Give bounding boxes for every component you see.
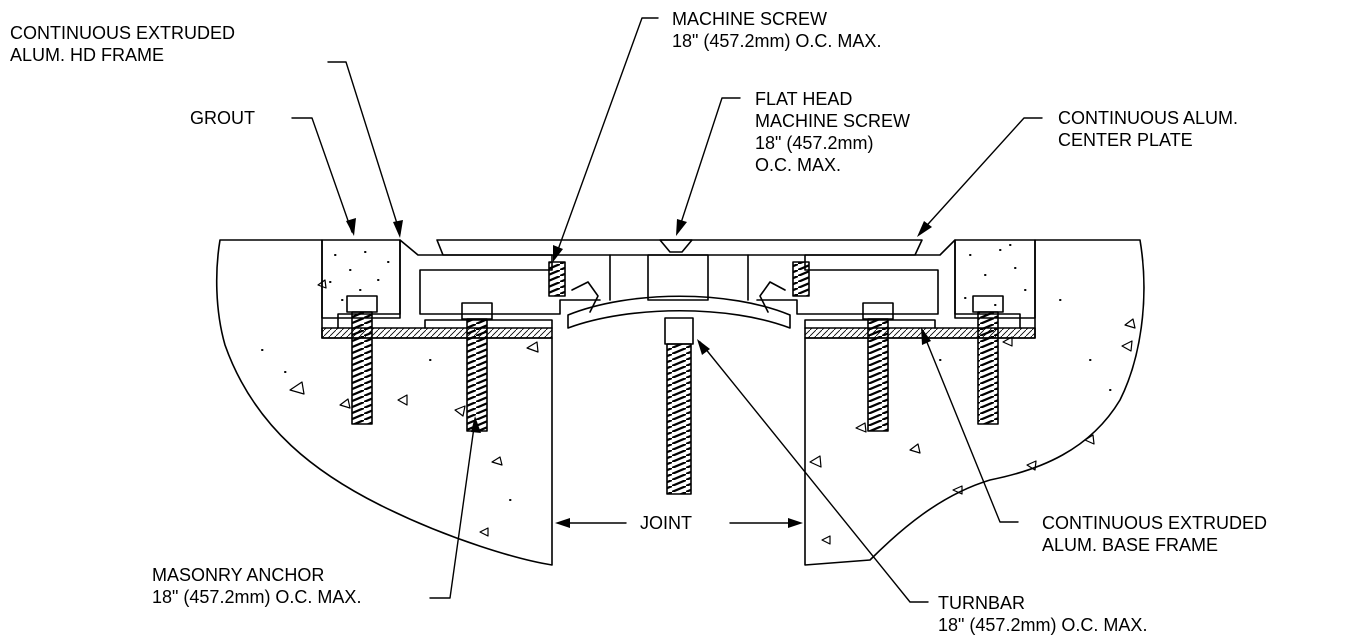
grout-block-right	[954, 239, 1036, 319]
anchor-shank-3	[867, 318, 889, 432]
center-block	[647, 254, 709, 301]
anchor-head-3	[862, 302, 894, 320]
anchor-shank-2	[466, 318, 488, 432]
bedding-strip-left	[321, 327, 553, 339]
leader-base-frame	[921, 329, 1019, 523]
bedding-strip-right	[804, 327, 1036, 339]
machine-screw-left	[548, 261, 566, 297]
label-joint: JOINT	[640, 513, 692, 533]
leader-turnbar	[699, 341, 929, 603]
grout-block-left	[321, 239, 401, 319]
concrete-slab-right	[804, 239, 1145, 566]
anchor-head-1	[346, 295, 378, 313]
turnbar-bolt-shank	[666, 343, 692, 495]
leader-masonry-anchor	[429, 419, 476, 599]
center-plate	[436, 239, 923, 256]
machine-screw-right	[792, 261, 810, 297]
leader-grout	[291, 117, 353, 233]
leader-flat-head	[677, 97, 741, 233]
leader-center-plate	[919, 117, 1043, 234]
label-center-plate: CONTINUOUS ALUM.CENTER PLATE	[1058, 108, 1239, 150]
base-frame-left	[424, 319, 553, 329]
aggregate-marks	[289, 279, 1136, 545]
grout-dots	[261, 244, 1112, 501]
anchor-shank-4	[977, 311, 999, 425]
turnbar-bolt-head	[664, 317, 694, 345]
flat-head-screw	[659, 239, 693, 253]
concrete-slab-left	[215, 239, 553, 566]
leader-lines	[291, 17, 1043, 603]
anchor-head-4	[972, 295, 1004, 313]
leader-machine-screw	[554, 17, 659, 259]
turnbar-arm	[567, 295, 791, 329]
leader-arrowheads	[346, 218, 932, 528]
leader-hd-frame	[327, 61, 401, 234]
anchor-shank-1	[351, 311, 373, 425]
label-grout: GROUT	[190, 108, 255, 128]
anchor-head-2	[461, 302, 493, 320]
